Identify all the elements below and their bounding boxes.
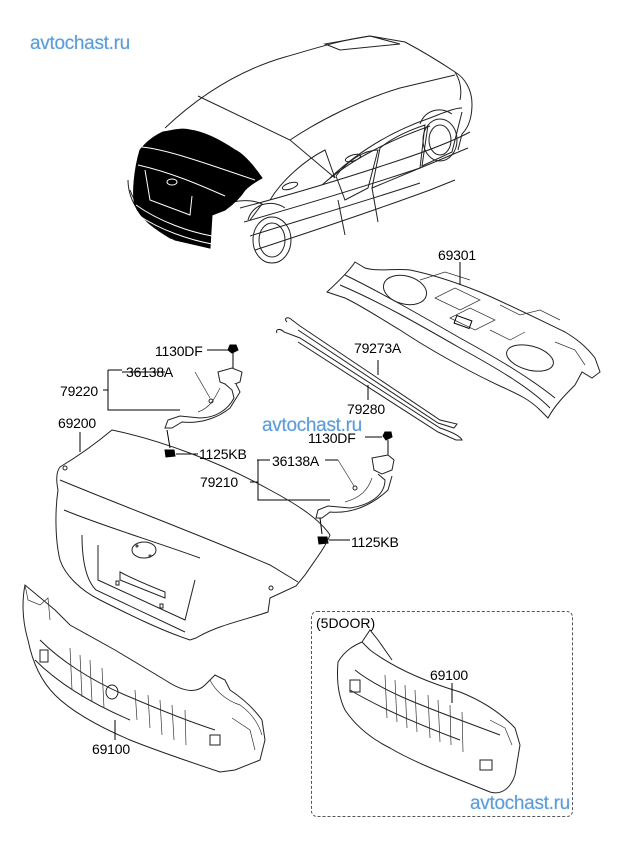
back-panel-69100-5door (337, 629, 521, 794)
watermark-center: avtochast.ru (262, 415, 362, 436)
part-label-79280[interactable]: 79280 (347, 401, 385, 417)
watermark-bottom-right: avtochast.ru (470, 793, 570, 814)
part-label-79210[interactable]: 79210 (200, 474, 238, 490)
part-label-1125kb-right[interactable]: 1125KB (351, 534, 399, 550)
part-label-69100[interactable]: 69100 (92, 741, 130, 757)
5door-inset-title: (5DOOR) (316, 615, 376, 631)
trunk-lid-69200 (55, 429, 331, 641)
part-label-1130df-left[interactable]: 1130DF (155, 343, 203, 359)
part-label-69100-5door[interactable]: 69100 (430, 667, 468, 683)
back-panel-69100 (22, 584, 266, 773)
part-label-79220[interactable]: 79220 (60, 383, 98, 399)
part-label-1130df-right[interactable]: 1130DF (308, 430, 356, 446)
part-label-36138a-left[interactable]: 36138A (126, 364, 174, 380)
part-label-69301[interactable]: 69301 (438, 247, 476, 263)
trunk-rods (276, 317, 463, 441)
rear-shelf-panel-69301 (326, 261, 601, 419)
left-hinge-assembly (103, 344, 243, 458)
part-label-1125kb-left[interactable]: 1125KB (199, 446, 247, 462)
car-overview-illustration (127, 35, 473, 264)
part-label-79273a[interactable]: 79273A (354, 340, 402, 356)
watermark-top-left: avtochast.ru (30, 33, 130, 54)
5door-inset-frame (311, 611, 573, 817)
right-hinge-assembly (250, 431, 395, 545)
part-label-36138a-right[interactable]: 36138A (272, 453, 320, 469)
part-label-69200[interactable]: 69200 (58, 415, 96, 431)
